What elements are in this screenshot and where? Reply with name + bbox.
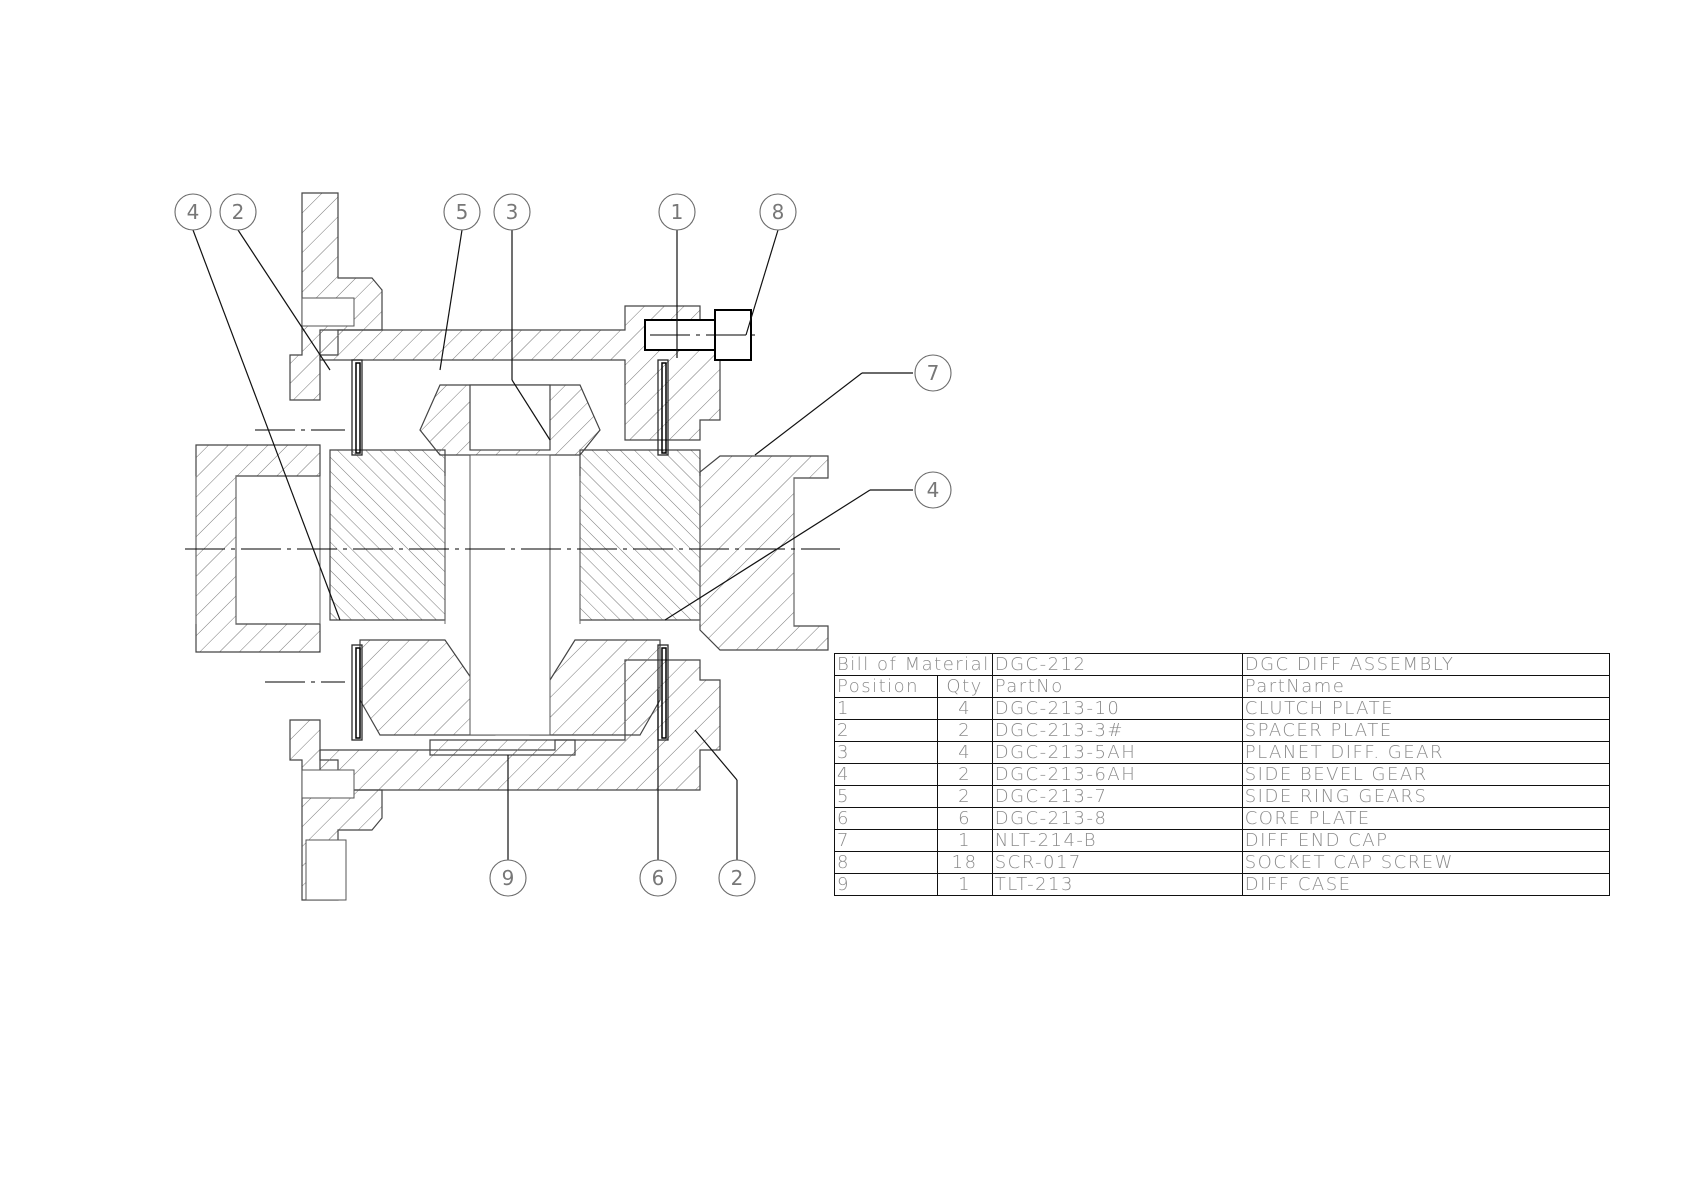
bom-cell-qty: 2 (936, 719, 993, 742)
bom-cell-position: 3 (834, 741, 938, 764)
column-header-position: Position (834, 675, 938, 698)
bom-cell-qty: 2 (936, 763, 993, 786)
bom-cell-position: 7 (834, 829, 938, 852)
balloon-label: 7 (927, 361, 940, 385)
bom-cell-partno: SCR-017 (991, 851, 1243, 874)
bom-cell-qty: 1 (936, 829, 993, 852)
bom-cell-qty: 18 (936, 851, 993, 874)
balloon-7: 7 (914, 354, 952, 392)
bom-cell-partno: TLT-213 (991, 873, 1243, 896)
column-header-partname: PartName (1241, 675, 1610, 698)
bom-cell-qty: 6 (936, 807, 993, 830)
balloon-label: 4 (927, 478, 940, 502)
bom-assembly-name: DGC DIFF ASSEMBLY (1241, 653, 1610, 676)
bom-cell-partname: SOCKET CAP SCREW (1241, 851, 1610, 874)
bom-cell-partname: SPACER PLATE (1241, 719, 1610, 742)
bill-of-material-table: Bill of Material DGC-212 DGC DIFF ASSEMB… (834, 653, 1610, 896)
balloon-label: 9 (502, 866, 515, 890)
balloon-label: 2 (232, 200, 245, 224)
bom-header-row: Bill of Material DGC-212 DGC DIFF ASSEMB… (834, 653, 1610, 676)
bom-cell-position: 2 (834, 719, 938, 742)
bom-cell-partno: DGC-213-8 (991, 807, 1243, 830)
bom-title: Bill of Material (834, 653, 993, 676)
bom-cell-partno: NLT-214-B (991, 829, 1243, 852)
balloon-3: 5 (443, 193, 481, 231)
balloon-11: 2 (718, 859, 756, 897)
balloon-6: 8 (759, 193, 797, 231)
bom-cell-position: 6 (834, 807, 938, 830)
bom-cell-position: 1 (834, 697, 938, 720)
balloon-9: 9 (489, 859, 527, 897)
bom-cell-position: 9 (834, 873, 938, 896)
leader-lines (192, 229, 913, 860)
bom-cell-partno: DGC-213-7 (991, 785, 1243, 808)
bom-cell-qty: 1 (936, 873, 993, 896)
bom-cell-partname: DIFF END CAP (1241, 829, 1610, 852)
bom-cell-partname: PLANET DIFF. GEAR (1241, 741, 1610, 764)
balloon-label: 8 (772, 200, 785, 224)
diff-case-section (195, 192, 829, 901)
balloon-10: 6 (639, 859, 677, 897)
balloon-5: 1 (658, 193, 696, 231)
column-header-partno: PartNo (991, 675, 1243, 698)
bom-cell-partname: SIDE BEVEL GEAR (1241, 763, 1610, 786)
bom-column-header-row: Position Qty PartNo PartName (834, 675, 1610, 698)
bom-assembly-number: DGC-212 (991, 653, 1243, 676)
bom-cell-position: 5 (834, 785, 938, 808)
bom-cell-partname: DIFF CASE (1241, 873, 1610, 896)
bom-cell-partname: CORE PLATE (1241, 807, 1610, 830)
bom-cell-position: 4 (834, 763, 938, 786)
bom-cell-qty: 4 (936, 741, 993, 764)
bom-cell-partno: DGC-213-6AH (991, 763, 1243, 786)
bom-cell-partno: DGC-213-5AH (991, 741, 1243, 764)
balloon-label: 6 (652, 866, 665, 890)
balloon-label: 4 (187, 200, 200, 224)
bom-cell-qty: 4 (936, 697, 993, 720)
bom-cell-position: 8 (834, 851, 938, 874)
bom-cell-partno: DGC-213-3# (991, 719, 1243, 742)
balloon-label: 3 (506, 200, 519, 224)
balloon-label: 5 (456, 200, 469, 224)
balloon-2: 2 (219, 193, 257, 231)
balloon-1: 4 (174, 193, 212, 231)
bom-cell-partname: CLUTCH PLATE (1241, 697, 1610, 720)
balloon-label: 2 (731, 866, 744, 890)
bom-cell-qty: 2 (936, 785, 993, 808)
bom-cell-partno: DGC-213-10 (991, 697, 1243, 720)
bom-cell-partname: SIDE RING GEARS (1241, 785, 1610, 808)
balloon-4: 3 (493, 193, 531, 231)
column-header-qty: Qty (936, 675, 993, 698)
balloon-label: 1 (671, 200, 684, 224)
balloon-8: 4 (914, 471, 952, 509)
